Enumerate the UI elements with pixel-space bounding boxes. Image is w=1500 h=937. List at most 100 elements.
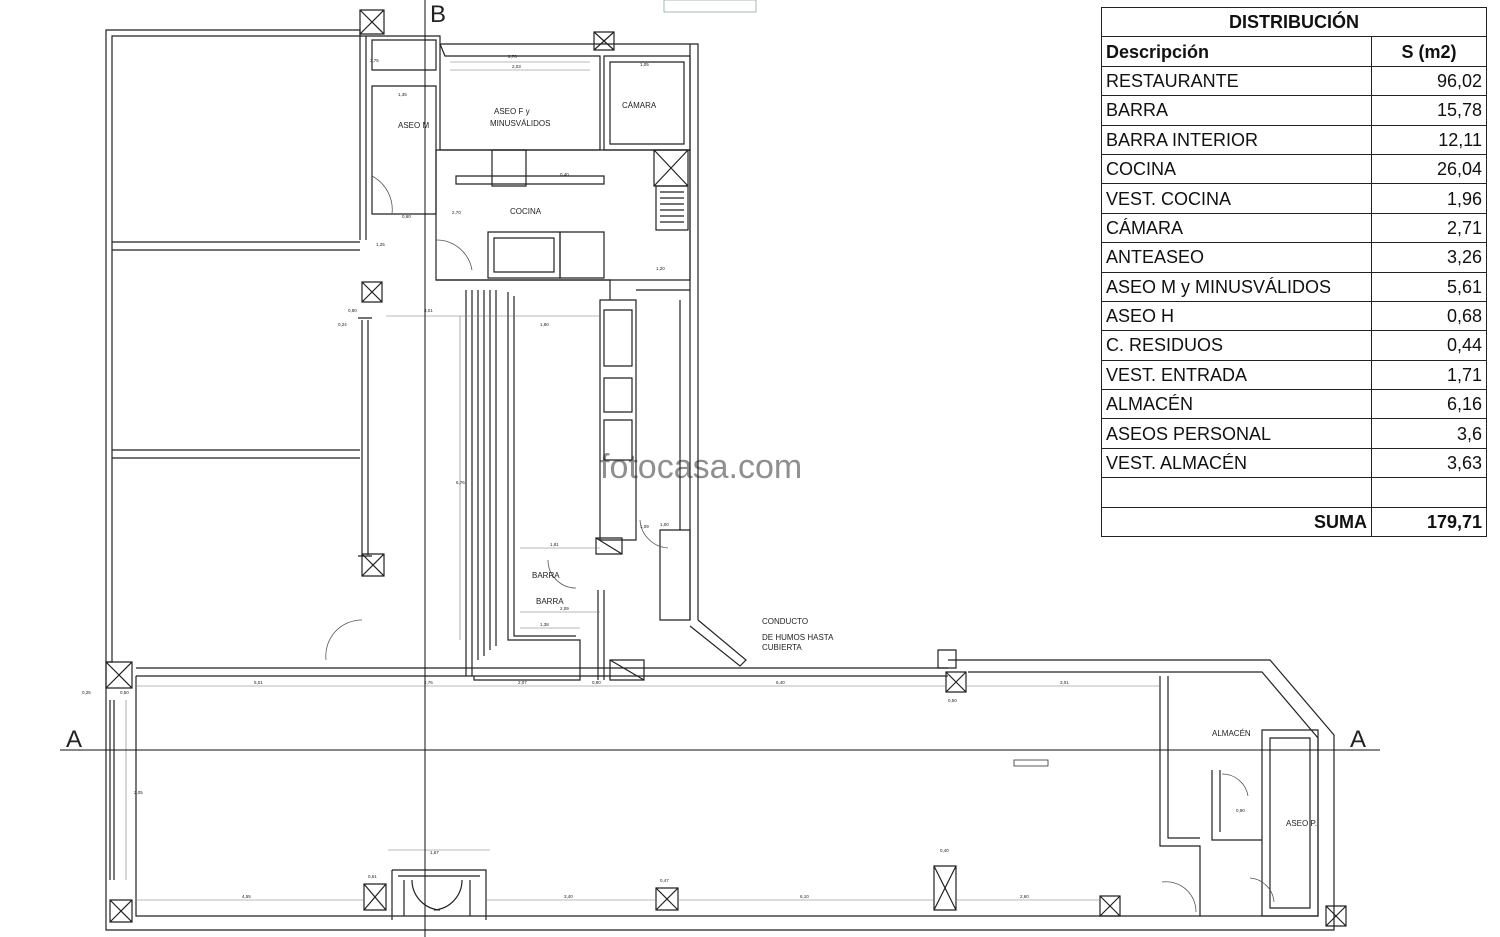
bar-lower [597,529,691,680]
caption-conducto-3: CUBIERTA [762,643,802,652]
left-inner-wall [359,36,367,240]
svg-text:0,90: 0,90 [1236,808,1245,813]
row-description: VEST. ENTRADA [1101,359,1372,391]
svg-text:0,61: 0,61 [368,874,377,879]
svg-text:1,25: 1,25 [376,242,385,247]
svg-text:2,70: 2,70 [452,210,461,215]
door-swings [325,175,1275,913]
kitchen-stairs [655,185,689,231]
svg-text:1,35: 1,35 [398,92,407,97]
entrance-vestibule [391,869,487,920]
window-column [358,317,372,557]
row-description: ANTEASEO [1101,242,1372,273]
svg-text:2,09: 2,09 [560,606,569,611]
row-area: 96,02 [1371,65,1487,97]
axis-a-left-label: A [66,726,82,753]
vent-shaft-mid [609,659,645,681]
room-label-camara: CÁMARA [622,101,657,110]
axis-a-right-label: A [1350,726,1366,753]
row-description: RESTAURANTE [1101,65,1372,97]
kitchen-room [435,149,691,281]
dining-outer-wall [105,659,1335,931]
caption-conducto-2: DE HUMOS HASTA [762,633,834,642]
table-row [1101,477,1487,508]
row-description: ASEO M y MINUSVÁLIDOS [1101,271,1372,302]
svg-text:0,60: 0,60 [402,214,411,219]
svg-text:2,05: 2,05 [134,790,143,795]
room-label-cocina: COCINA [510,207,542,216]
svg-text:3,01: 3,01 [1060,680,1069,685]
svg-text:2,60: 2,60 [1020,894,1029,899]
svg-text:0,80: 0,80 [348,308,357,313]
bar-diagonal-wall [689,619,747,667]
svg-text:1,09: 1,09 [640,524,649,529]
sum-label: SUMA [1101,506,1372,538]
kitchen-sink [559,231,605,279]
kitchen-counter [455,175,605,185]
svg-text:1,00: 1,00 [660,522,669,527]
aseo-block [439,43,601,151]
svg-text:1,67: 1,67 [430,850,439,855]
svg-text:6,40: 6,40 [776,680,785,685]
room-label-barra: BARRA [532,571,560,580]
row-description: ASEOS PERSONAL [1101,418,1372,449]
room-label-almacen: ALMACÉN [1212,729,1251,738]
floor-symbol [1013,759,1049,767]
caption-conducto-1: CONDUCTO [762,617,808,626]
entrance-door-leaves [403,879,471,916]
row-description: ALMACÉN [1101,389,1372,420]
row-description: VEST. ALMACÉN [1101,447,1372,479]
bar-inner2 [513,296,576,637]
svg-text:3,75: 3,75 [370,58,379,63]
kitchen-appliance [491,149,527,187]
svg-text:0,80: 0,80 [592,680,601,685]
svg-text:2,07: 2,07 [518,680,527,685]
row-area: 3,63 [1371,447,1487,479]
svg-text:6,10: 6,10 [800,894,809,899]
svg-text:1,81: 1,81 [550,542,559,547]
aseo-m-room [371,85,437,215]
bar-equipment [599,299,637,541]
row-area: 2,71 [1371,212,1487,244]
row-area: 15,78 [1371,95,1487,126]
row-area: 3,6 [1371,418,1487,449]
svg-text:0,40: 0,40 [560,172,569,177]
structural-columns [105,9,1347,927]
axis-b-label: B [430,1,446,28]
aseo-partition [371,39,437,71]
row-description: BARRA [1101,95,1372,126]
table-header-row: Descripción S (m2) [1101,36,1487,67]
svg-text:0,24: 0,24 [338,322,347,327]
dimension-lines [125,61,1160,901]
svg-text:0,25: 0,25 [82,690,91,695]
row-area: 1,71 [1371,359,1487,391]
table-title: DISTRIBUCIÓN [1101,6,1487,38]
svg-text:1,20: 1,20 [656,266,665,271]
kitchen-stove [487,231,561,279]
row-description: ASEO H [1101,300,1372,332]
row-area [1371,477,1487,508]
svg-text:5,01: 5,01 [254,680,263,685]
header-description: Descripción [1101,36,1372,67]
svg-text:1,38: 1,38 [540,622,549,627]
room-label-aseo-m: ASEO M [398,121,429,130]
svg-text:0,40: 0,40 [940,848,949,853]
section-axes [60,0,1380,937]
svg-text:2,03: 2,03 [512,64,521,69]
svg-text:0,50: 0,50 [120,690,129,695]
distribution-table: DISTRIBUCIÓN Descripción S (m2) RESTAURA… [1101,6,1487,538]
almacen-room [1159,676,1201,916]
svg-text:2,76: 2,76 [424,680,433,685]
